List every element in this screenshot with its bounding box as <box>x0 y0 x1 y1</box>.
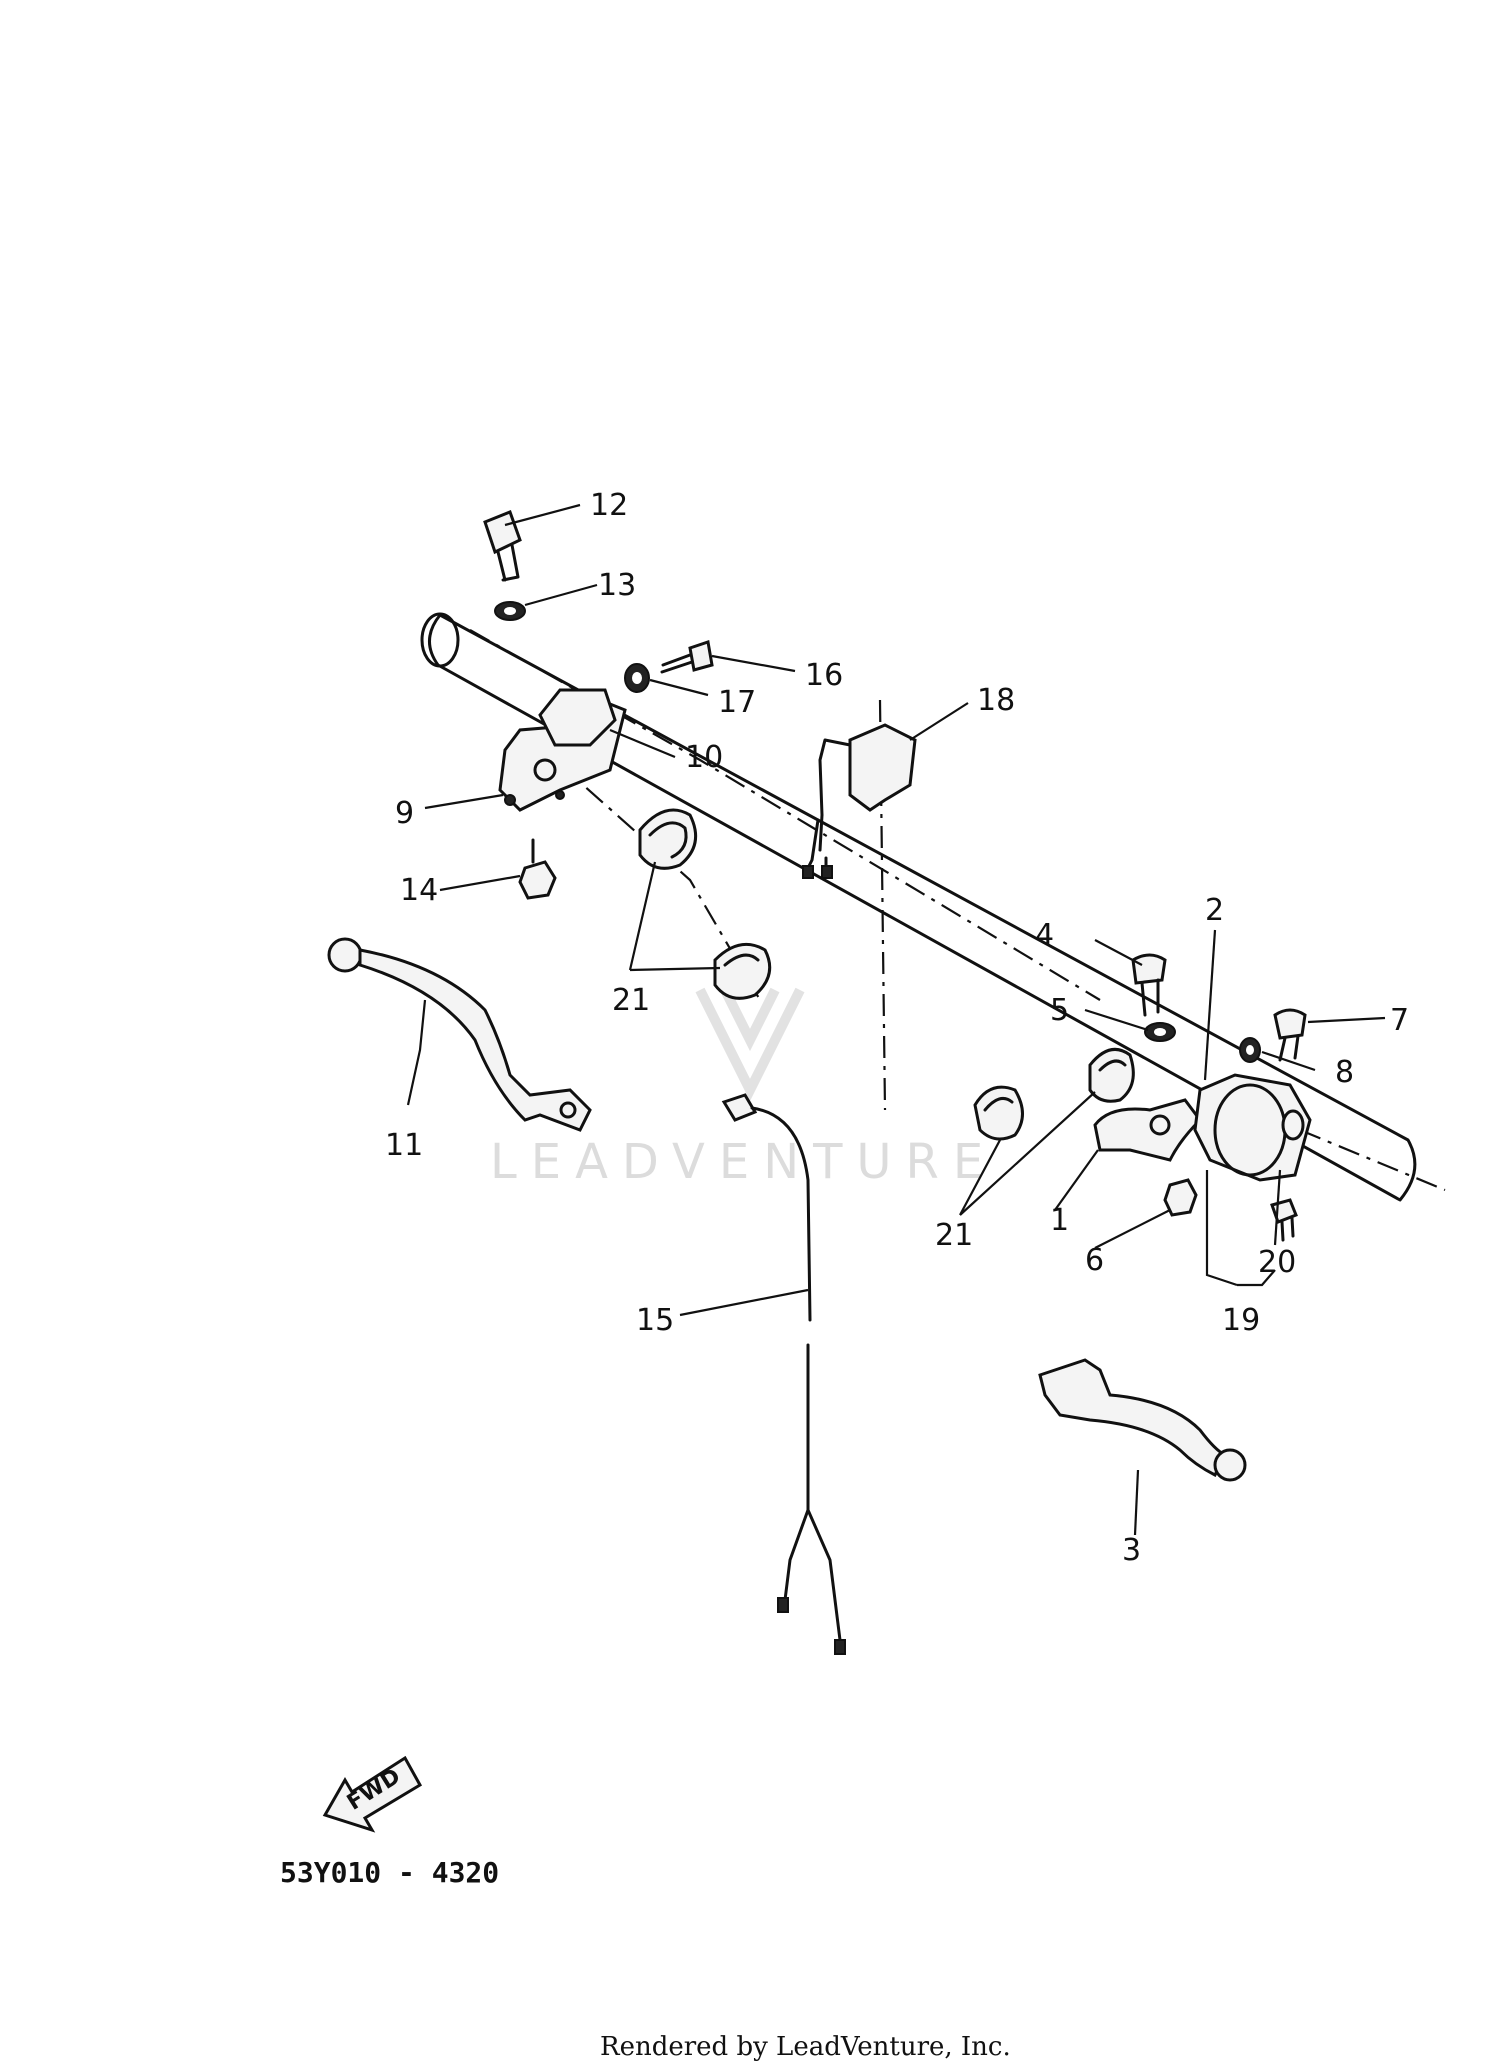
callout-5: 5 <box>1050 993 1069 1028</box>
callout-20: 20 <box>1258 1245 1296 1280</box>
watermark-text: LEADVENTURE <box>490 1134 997 1190</box>
footer-credit: Rendered by LeadVenture, Inc. <box>600 2032 1011 2062</box>
handlebar <box>420 612 1417 1202</box>
callout-8: 8 <box>1335 1055 1354 1090</box>
callout-13: 13 <box>598 568 636 603</box>
callout-21-right: 21 <box>935 1218 973 1253</box>
bolt-12 <box>483 510 522 582</box>
bolt-16 <box>660 640 714 674</box>
switch-assembly-19 <box>1193 1073 1312 1182</box>
callout-12: 12 <box>590 488 628 523</box>
nut-14 <box>518 838 557 900</box>
diagram-code: 53Y010 - 4320 <box>280 1856 499 1889</box>
cable-15 <box>721 1093 846 1655</box>
leader-lines <box>406 503 1386 1536</box>
callout-14: 14 <box>400 873 438 908</box>
clamps-21-right <box>973 1047 1135 1141</box>
callout-9: 9 <box>395 796 414 831</box>
watermark: LEADVENTURE <box>490 987 997 1190</box>
callout-16: 16 <box>805 658 843 693</box>
callout-3: 3 <box>1122 1533 1141 1568</box>
screw-7 <box>1273 1008 1307 1062</box>
callout-11: 11 <box>385 1128 423 1163</box>
callout-2: 2 <box>1205 893 1224 928</box>
clamps-21-left <box>638 808 772 1000</box>
callout-21-left: 21 <box>612 983 650 1018</box>
nut-6 <box>1163 1178 1198 1217</box>
callout-19: 19 <box>1222 1303 1260 1338</box>
lever-11 <box>327 937 592 1132</box>
callout-labels: 1 2 3 4 5 6 7 8 9 10 11 12 13 14 15 16 1… <box>385 488 1409 1568</box>
washer-13-hole <box>504 607 516 615</box>
callout-17: 17 <box>718 685 756 720</box>
callout-1: 1 <box>1050 1203 1069 1238</box>
callout-18: 18 <box>977 683 1015 718</box>
switch-18 <box>802 723 917 879</box>
callout-4: 4 <box>1035 918 1054 953</box>
bolt-4 <box>1131 953 1167 1017</box>
fwd-arrow: FWD <box>322 1755 423 1833</box>
callout-7: 7 <box>1390 1003 1409 1038</box>
lever-3 <box>1038 1358 1247 1482</box>
master-cylinder-bracket <box>498 688 627 812</box>
callout-6: 6 <box>1085 1243 1104 1278</box>
callout-15: 15 <box>636 1303 674 1338</box>
callout-10: 10 <box>685 740 723 775</box>
lever-holder-1 <box>1093 1098 1202 1162</box>
